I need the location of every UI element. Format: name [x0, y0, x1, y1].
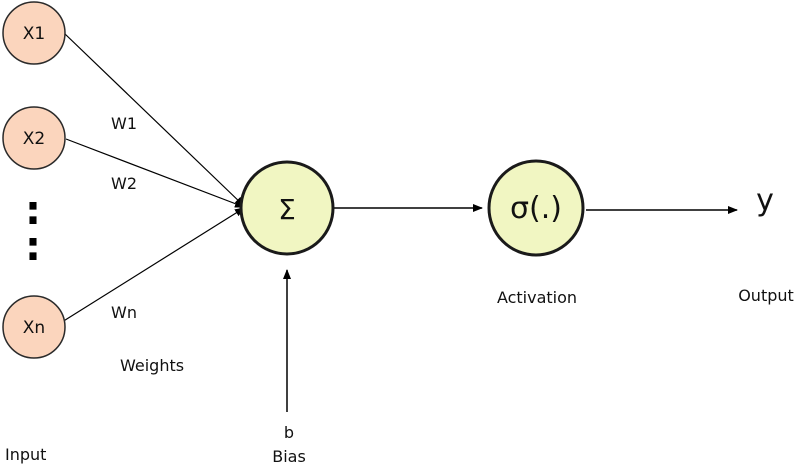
weight-label-w1: W1: [111, 114, 137, 133]
activation-symbol: σ(.): [510, 191, 562, 226]
input-node-x1: [2, 1, 66, 65]
connection-xn-sum: [61, 207, 245, 323]
input-node-xn: [2, 295, 66, 359]
input-label-xn: Xn: [23, 318, 45, 338]
summation-node: [239, 160, 335, 256]
bias-caption: Bias: [272, 447, 306, 466]
activation-caption: Activation: [497, 288, 577, 307]
weight-label-wn: Wn: [111, 303, 137, 322]
input-caption: Input: [5, 445, 46, 464]
connection-x1-sum: [63, 32, 245, 207]
input-node-x2: [2, 106, 66, 170]
ellipsis-lower: :: [25, 224, 41, 270]
output-symbol: y: [756, 183, 774, 218]
bias-symbol: b: [284, 423, 294, 442]
weight-label-w2: W2: [111, 174, 137, 193]
summation-symbol: Σ: [278, 193, 296, 226]
input-label-x1: X1: [23, 24, 45, 44]
activation-node: [487, 159, 585, 257]
weights-caption: Weights: [120, 356, 184, 375]
input-label-x2: X2: [23, 129, 45, 149]
ellipsis-upper: :: [25, 188, 41, 234]
connection-x2-sum: [65, 138, 245, 208]
output-caption: Output: [738, 286, 794, 305]
